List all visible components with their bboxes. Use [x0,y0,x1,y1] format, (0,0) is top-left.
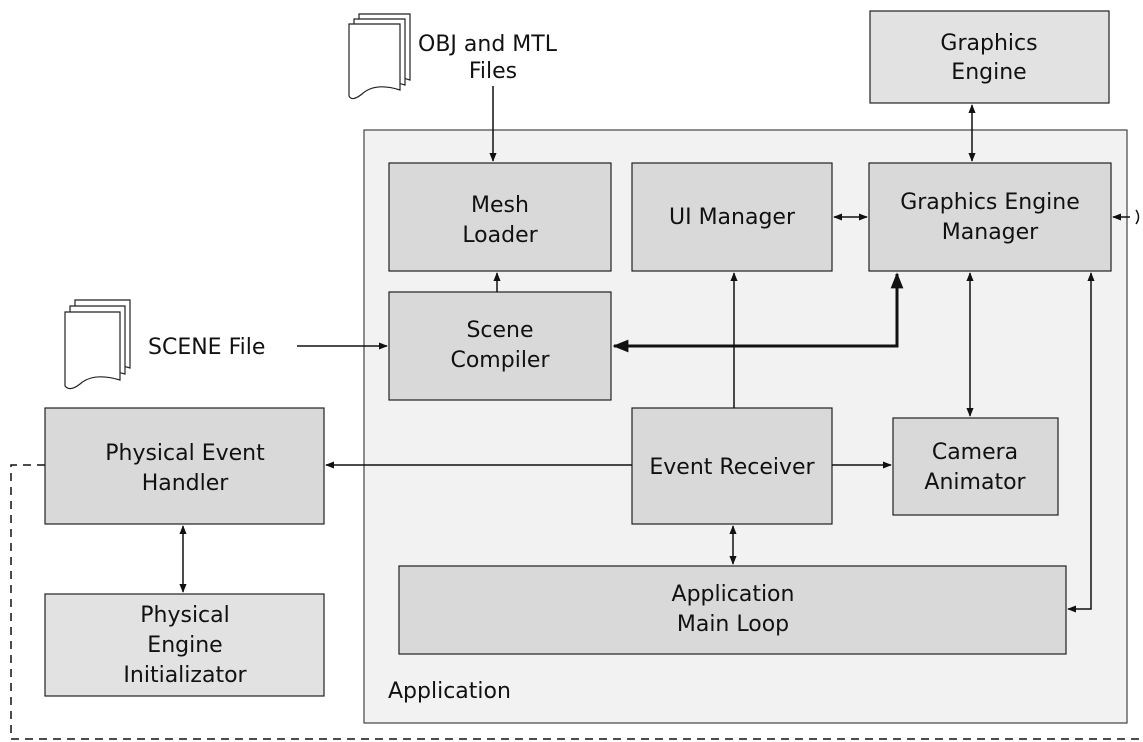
mesh-loader-label-line2: Loader [462,223,538,248]
physical-engine-initializator-label-line2: Engine [147,633,222,658]
physical-event-handler-label-line2: Handler [142,471,230,496]
graphics-engine-manager-label-line2: Manager [942,220,1039,245]
camera-animator-label-line1: Camera [932,440,1018,465]
physical-engine-initializator-label-line3: Initializator [123,663,247,688]
physical-event-handler-label-line1: Physical Event [105,441,265,466]
graphics-engine-box [869,10,1110,104]
obj-mtl-label-line2: Files [469,59,517,84]
mesh-loader-box [388,162,612,272]
application-label: Application [388,679,511,704]
arrow-scene-compiler-graphics-engine-manager [612,272,904,353]
event-receiver-label: Event Receiver [649,455,815,480]
ui-manager-label: UI Manager [669,205,796,230]
graphics-engine-manager-label-line1: Graphics Engine [900,190,1080,215]
dashed-connector [10,464,1143,740]
ui-manager-box [631,162,833,272]
mesh-loader-label-line1: Mesh [471,193,529,218]
camera-animator-label-line2: Animator [924,470,1026,495]
external-connector-stub [1135,209,1140,225]
application-main-loop-label-line2: Main Loop [677,612,789,637]
scene-document-icon [64,299,131,390]
scene-compiler-label-line1: Scene [466,318,533,343]
application-main-loop-label-line1: Application [672,582,795,607]
physical-engine-initializator-box [44,593,325,697]
arrow-graphics-engine-manager-main-loop [1067,272,1095,613]
physical-engine-initializator-label-line1: Physical [140,603,230,628]
camera-animator-box [892,417,1059,516]
obj-mtl-document-icon [348,13,411,100]
scene-compiler-box [388,291,612,401]
obj-mtl-label-line1: OBJ and MTL [418,32,558,57]
event-receiver-box [631,407,833,525]
application-main-loop-box [398,565,1067,655]
scene-file-label: SCENE File [148,335,265,360]
graphics-engine-manager-box [868,162,1112,272]
physical-event-handler-box [44,407,325,525]
scene-compiler-label-line2: Compiler [450,348,550,373]
graphics-engine-label-line1: Graphics [940,31,1037,56]
graphics-engine-label-line2: Engine [951,60,1026,85]
